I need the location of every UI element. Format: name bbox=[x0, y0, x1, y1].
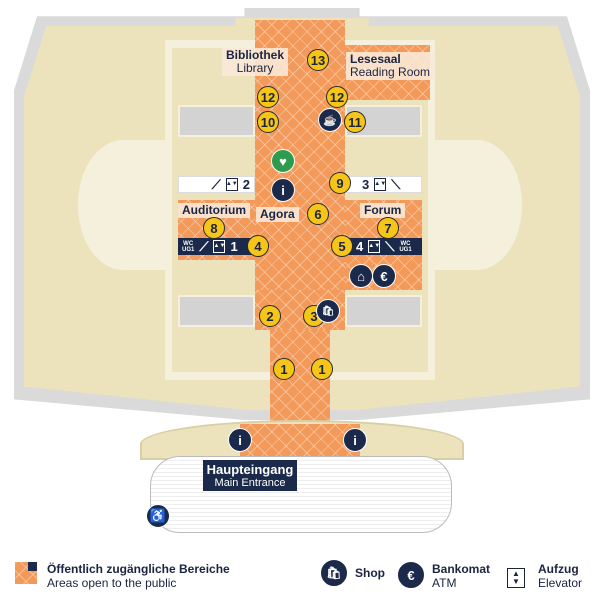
legend-shop-icon: 🛍 bbox=[320, 559, 348, 587]
marker-5[interactable]: 5 bbox=[331, 235, 353, 257]
wheelchair-icon: ♿ bbox=[146, 504, 170, 528]
info-icon[interactable]: i bbox=[228, 428, 252, 452]
marker-13[interactable]: 13 bbox=[307, 49, 329, 71]
room bbox=[178, 295, 255, 327]
courtyard-left bbox=[78, 140, 168, 270]
marker-11[interactable]: 11 bbox=[344, 111, 366, 133]
marker-9[interactable]: 9 bbox=[329, 172, 351, 194]
cafe-icon[interactable]: ☕ bbox=[318, 108, 342, 132]
stairs-icon: ⟍ bbox=[391, 176, 401, 192]
marker-12[interactable]: 12 bbox=[257, 86, 279, 108]
stairs-icon: ⟋ bbox=[199, 238, 209, 254]
label-agora: Agora bbox=[256, 207, 299, 222]
courtyard-right bbox=[432, 140, 522, 270]
legend-public-swatch bbox=[15, 562, 37, 584]
stairs-elevator-3: 3▲▼⟍ bbox=[345, 176, 422, 193]
info-icon[interactable]: i bbox=[271, 178, 295, 202]
stairs-icon: ⟋ bbox=[211, 176, 221, 192]
label-forum: Forum bbox=[360, 203, 406, 218]
elevator-icon: ▲▼ bbox=[213, 240, 226, 253]
marker-6[interactable]: 6 bbox=[307, 203, 329, 225]
stairs-elevator-2: ⟋▲▼2 bbox=[178, 176, 255, 193]
public-area-portico bbox=[240, 424, 360, 456]
marker-1[interactable]: 1 bbox=[273, 358, 295, 380]
room bbox=[178, 105, 255, 137]
elevator-icon: ▲▼ bbox=[374, 178, 387, 191]
marker-7[interactable]: 7 bbox=[377, 217, 399, 239]
elevator-icon: ▲▼ bbox=[368, 240, 381, 253]
entrance-steps bbox=[150, 456, 452, 533]
wardrobe-icon[interactable]: ⌂ bbox=[349, 264, 373, 288]
atm-icon[interactable]: € bbox=[372, 264, 396, 288]
legend-atm-icon: € bbox=[397, 561, 425, 589]
elevator-icon: ▲▼ bbox=[225, 178, 238, 191]
room bbox=[345, 295, 422, 327]
stairs-icon: ⟍ bbox=[385, 238, 395, 254]
shop-icon[interactable]: 🛍 bbox=[316, 299, 340, 323]
marker-10[interactable]: 10 bbox=[257, 111, 279, 133]
label-auditorium: Auditorium bbox=[178, 203, 250, 218]
marker-1[interactable]: 1 bbox=[311, 358, 333, 380]
info-icon[interactable]: i bbox=[343, 428, 367, 452]
marker-8[interactable]: 8 bbox=[203, 217, 225, 239]
marker-2[interactable]: 2 bbox=[259, 305, 281, 327]
marker-4[interactable]: 4 bbox=[247, 235, 269, 257]
legend-elevator-icon: ▲▼ bbox=[507, 563, 525, 588]
defibrillator-icon: ♥ bbox=[271, 149, 295, 173]
legend-shop: Shop bbox=[355, 566, 385, 580]
marker-12[interactable]: 12 bbox=[326, 86, 348, 108]
